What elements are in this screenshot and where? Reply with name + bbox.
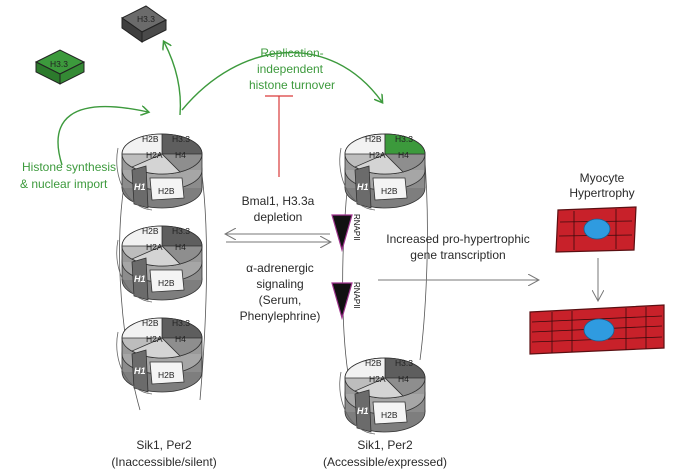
svg-text:H2B: H2B <box>142 134 159 144</box>
svg-text:H4: H4 <box>175 242 186 252</box>
increased-text-1: Increased pro-hypertrophic <box>386 232 529 246</box>
svg-text:H4: H4 <box>175 334 186 344</box>
svg-text:H2B: H2B <box>158 370 175 380</box>
svg-text:H2A: H2A <box>146 150 163 160</box>
right-caption-2: (Accessible/expressed) <box>323 455 447 469</box>
svg-text:H1: H1 <box>134 366 146 376</box>
svg-text:H4: H4 <box>398 374 409 384</box>
svg-text:H2A: H2A <box>146 242 163 252</box>
svg-text:H2B: H2B <box>142 226 159 236</box>
rnapii-marker-1: RNAPII <box>331 214 361 253</box>
myocyte-small <box>555 206 637 253</box>
increased-text-2: gene transcription <box>410 248 505 262</box>
svg-text:H2B: H2B <box>365 134 382 144</box>
svg-text:H4: H4 <box>398 150 409 160</box>
svg-text:H3.3: H3.3 <box>172 318 190 328</box>
turnover-arrow <box>181 51 382 111</box>
myocyte-large <box>529 304 665 355</box>
svg-text:H3.3: H3.3 <box>172 134 190 144</box>
left-caption-1: Sik1, Per2 <box>136 438 192 452</box>
nucleosome-left-1: H2B H3.3 H2A H4 H1 H2B <box>116 133 203 211</box>
replication-text-1: Replication- <box>260 46 323 60</box>
svg-text:H2B: H2B <box>142 318 159 328</box>
svg-text:RNAPII: RNAPII <box>352 282 361 309</box>
h3-3-block-top: H3.3 <box>121 5 167 43</box>
histone-synthesis-text-2: & nuclear import <box>20 177 108 191</box>
svg-text:H2B: H2B <box>381 186 398 196</box>
nucleosome-right-2: H2B H3.3 H2A H4 H1 H2B <box>339 357 426 435</box>
nucleosome-right-1: H2B H3.3 H2A H4 H1 H2B <box>339 133 426 211</box>
replication-text-3: histone turnover <box>249 78 335 92</box>
import-arrow <box>57 107 148 166</box>
svg-text:H3.3: H3.3 <box>395 134 413 144</box>
myocyte-text-1: Myocyte <box>580 171 625 185</box>
svg-text:H1: H1 <box>357 406 369 416</box>
svg-text:RNAPII: RNAPII <box>352 214 361 241</box>
bmal1-text-2: depletion <box>254 210 303 224</box>
svg-text:H2A: H2A <box>369 150 386 160</box>
svg-text:H3.3: H3.3 <box>395 358 413 368</box>
alpha-text-2: signaling <box>256 277 303 291</box>
inhibition-marker <box>265 95 293 177</box>
equilibrium-arrows <box>226 234 330 242</box>
svg-text:H4: H4 <box>175 150 186 160</box>
svg-text:H2B: H2B <box>365 358 382 368</box>
bmal1-text-1: Bmal1, H3.3a <box>242 194 315 208</box>
right-caption-1: Sik1, Per2 <box>357 438 413 452</box>
nucleosome-left-3: H2B H3.3 H2A H4 H1 H2B <box>116 317 203 395</box>
eviction-arrow <box>164 42 182 116</box>
svg-text:H3.3: H3.3 <box>172 226 190 236</box>
svg-text:H1: H1 <box>134 274 146 284</box>
h3-3-top-label: H3.3 <box>137 14 155 24</box>
myocyte-text-2: Hypertrophy <box>569 186 634 200</box>
replication-text-2: independent <box>257 62 324 76</box>
svg-text:H2A: H2A <box>146 334 163 344</box>
right-chromatin: H2B H3.3 H2A H4 H1 H2B H2B H3.3 H2A H4 H… <box>331 133 428 435</box>
svg-text:H2A: H2A <box>369 374 386 384</box>
alpha-text-3: (Serum, <box>259 293 302 307</box>
rnapii-marker-2: RNAPII <box>331 282 361 321</box>
h3-3-block-green: H3.3 <box>34 49 86 85</box>
svg-text:H1: H1 <box>134 182 146 192</box>
nucleosome-left-2: H2B H3.3 H2A H4 H1 H2B <box>116 225 203 303</box>
alpha-text-1: α-adrenergic <box>246 261 314 275</box>
svg-text:H2B: H2B <box>158 278 175 288</box>
svg-text:H2B: H2B <box>158 186 175 196</box>
h3-3-green-label: H3.3 <box>50 59 68 69</box>
svg-text:H1: H1 <box>357 182 369 192</box>
left-chromatin: H2B H3.3 H2A H4 H1 H2B H2B H3.3 H2A H4 H… <box>116 133 207 411</box>
left-caption-2: (Inaccessible/silent) <box>111 455 216 469</box>
alpha-text-4: Phenylephrine) <box>240 309 321 323</box>
svg-text:H2B: H2B <box>381 410 398 420</box>
histone-synthesis-text-1: Histone synthesis <box>22 160 116 174</box>
